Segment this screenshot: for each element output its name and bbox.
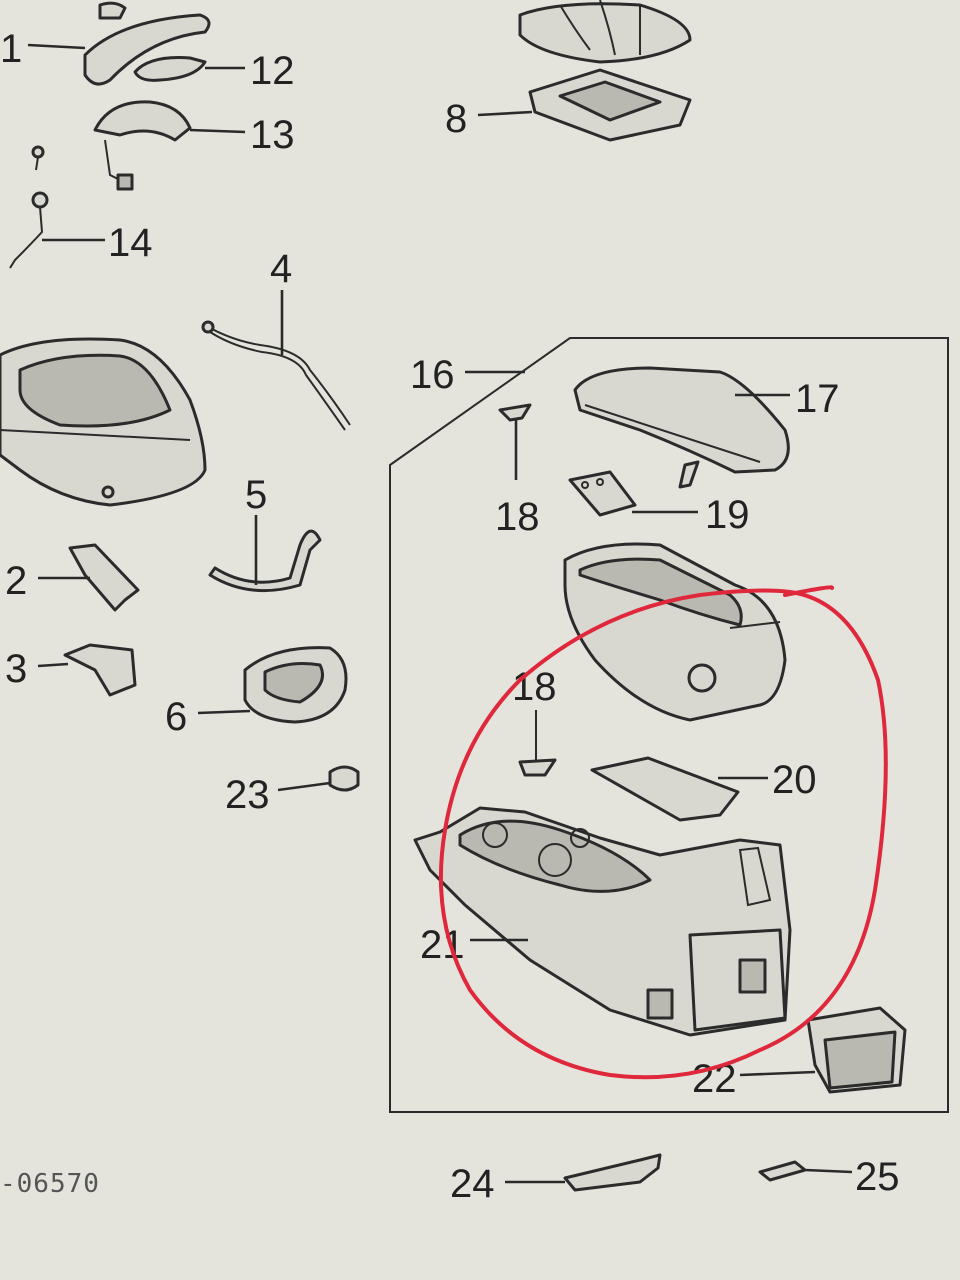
part-13-clip — [93, 100, 192, 191]
diagram-code: -06570 — [0, 1169, 100, 1199]
assembly-16-outline — [389, 337, 949, 1113]
leader-6 — [197, 709, 251, 715]
label-25: 25 — [855, 1155, 900, 1199]
part-8-plate — [528, 68, 692, 142]
part-1-bracket — [83, 1, 211, 86]
leader-13 — [189, 128, 246, 134]
label-6: 6 — [165, 695, 187, 739]
part-23-nut — [328, 765, 360, 792]
part-20-plate — [590, 756, 740, 822]
label-16: 16 — [410, 353, 455, 397]
leader-25 — [804, 1168, 853, 1174]
label-14: 14 — [108, 221, 153, 265]
label-17: 17 — [795, 377, 840, 421]
label-5: 5 — [245, 473, 267, 517]
label-1: 1 — [0, 27, 22, 71]
part-14-wire — [9, 145, 49, 269]
label-23: 23 — [225, 773, 270, 817]
leader-3 — [37, 662, 69, 668]
label-13: 13 — [250, 113, 295, 157]
part-12-pad — [133, 56, 207, 82]
part-3-latch — [63, 643, 137, 697]
part-console-tray — [0, 337, 207, 507]
label-20: 20 — [772, 758, 817, 802]
part-5-bracket — [208, 529, 322, 593]
part-18-screw-lower — [518, 710, 557, 777]
leader-23 — [277, 781, 331, 792]
label-12: 12 — [250, 49, 295, 93]
label-18-lower: 18 — [512, 665, 557, 709]
part-2-latch — [68, 543, 140, 612]
part-armrest-box — [563, 542, 787, 722]
label-3: 3 — [5, 647, 27, 691]
part-4-cable — [201, 320, 351, 431]
label-24: 24 — [450, 1162, 495, 1206]
leader-8 — [477, 110, 533, 117]
part-boot — [518, 0, 692, 64]
label-4: 4 — [270, 247, 292, 291]
leader-1 — [27, 43, 86, 50]
leader-22 — [739, 1070, 816, 1077]
part-18-screw-top — [498, 403, 532, 422]
label-8: 8 — [445, 97, 467, 141]
part-24-handle — [563, 1153, 662, 1192]
part-19-switch — [568, 470, 637, 517]
part-17-lid — [573, 366, 790, 489]
label-18-top: 18 — [495, 495, 540, 539]
part-21-console-base — [413, 806, 792, 1037]
label-2: 2 — [5, 559, 27, 603]
part-6-holder — [243, 646, 348, 724]
red-annotation-circle — [438, 585, 888, 1080]
label-19: 19 — [705, 493, 750, 537]
part-22-cup — [806, 1006, 907, 1094]
